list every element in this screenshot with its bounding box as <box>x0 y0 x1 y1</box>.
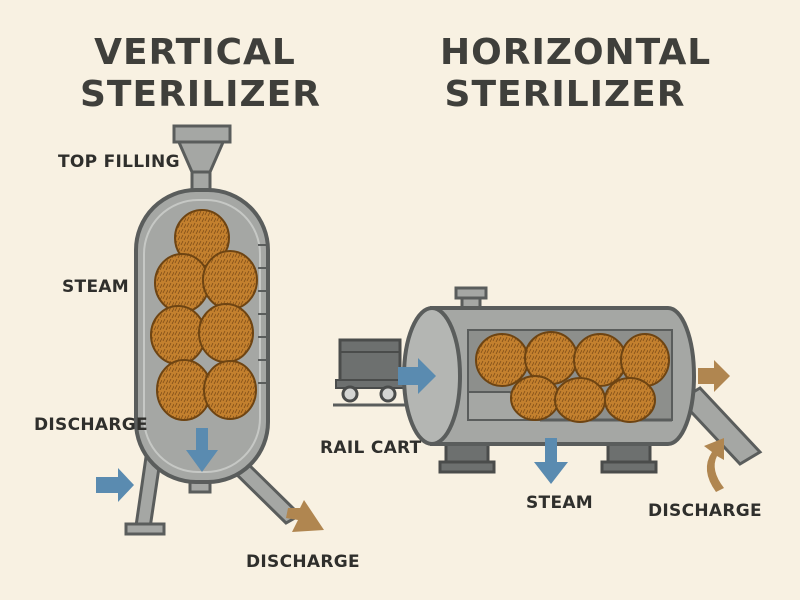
vertical-steam-down-arrow <box>186 428 218 472</box>
fruit-bunch <box>203 360 257 420</box>
label-horizontal-discharge: DISCHARGE <box>648 501 762 521</box>
horizontal-discharge-right-arrow <box>698 360 730 392</box>
fruit-bunch <box>510 375 560 421</box>
horizontal-discharge-curved-arrow <box>704 438 724 492</box>
label-top-filling: TOP FILLING <box>58 152 180 172</box>
fruit-bunch <box>475 333 529 387</box>
horizontal-title-line2: STERILIZER <box>444 74 686 115</box>
horizontal-steam-inlet-arrow <box>398 358 436 394</box>
vertical-title-line1: VERTICAL <box>94 32 296 73</box>
horizontal-steam-down-arrow <box>534 438 568 484</box>
vertical-title: VERTICAL STERILIZER <box>80 32 321 116</box>
vertical-legs <box>124 455 303 536</box>
vertical-gauge-ticks <box>258 244 268 384</box>
horizontal-fruit-bunches <box>475 331 670 423</box>
horizontal-sterilizer <box>333 286 763 492</box>
rail-cart <box>335 338 405 403</box>
label-horizontal-steam: STEAM <box>526 493 594 513</box>
label-vertical-steam: STEAM <box>62 277 130 297</box>
fruit-bunch <box>604 377 656 423</box>
fruit-bunch <box>554 377 606 423</box>
vertical-discharge-arrow <box>286 500 324 532</box>
vertical-top-hopper <box>172 124 232 198</box>
fruit-bunch <box>198 303 254 363</box>
fruit-bunch <box>154 253 210 313</box>
horizontal-title: HORIZONTAL STERILIZER <box>440 32 712 116</box>
fruit-bunch <box>150 305 206 365</box>
vertical-title-line2: STERILIZER <box>80 74 321 115</box>
label-vertical-discharge-bottom: DISCHARGE <box>246 552 360 572</box>
horizontal-title-line1: HORIZONTAL <box>440 32 712 73</box>
fruit-bunch <box>202 250 258 310</box>
fruit-bunch <box>156 359 212 421</box>
vertical-sterilizer <box>96 124 324 536</box>
label-vertical-discharge-side: DISCHARGE <box>34 415 148 435</box>
vertical-steam-inlet-arrow <box>96 468 134 502</box>
label-rail-cart: RAIL CART <box>320 438 422 458</box>
vertical-fruit-bunches <box>150 209 258 421</box>
